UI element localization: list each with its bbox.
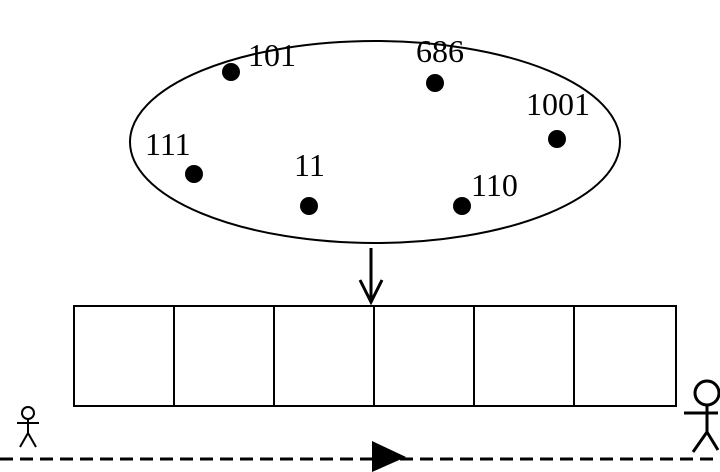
label-101: 101 <box>248 37 296 73</box>
dot-111 <box>185 165 203 183</box>
dot-101 <box>222 63 240 81</box>
label-11: 11 <box>294 147 325 183</box>
label-110: 110 <box>471 167 518 203</box>
dot-1001 <box>548 130 566 148</box>
large-person-icon <box>684 379 720 453</box>
label-111: 111 <box>145 126 191 162</box>
dot-11 <box>300 197 318 215</box>
label-686: 686 <box>416 33 464 69</box>
insert-arrow-head <box>358 279 384 306</box>
path-direction-arrow-icon <box>372 441 406 472</box>
label-1001: 1001 <box>526 86 590 122</box>
small-person-icon <box>17 406 39 448</box>
array <box>73 305 677 407</box>
number-set-ellipse <box>129 40 621 244</box>
dot-110 <box>453 197 471 215</box>
dot-686 <box>426 74 444 92</box>
